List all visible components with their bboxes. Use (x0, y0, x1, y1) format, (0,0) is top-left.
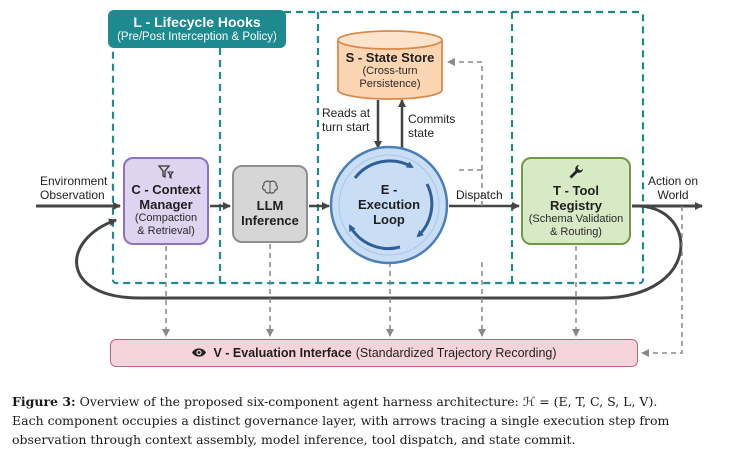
context-manager-sub-1: (Compaction (134, 211, 198, 224)
feedback-loop-arrow (75, 204, 683, 300)
reads-label-2: turn start (322, 120, 370, 134)
tool-title-1: T - Tool (553, 182, 599, 198)
action-on-world-label: Action on World (648, 174, 698, 202)
execution-loop-circle (329, 145, 449, 265)
commits-label: Commits state (408, 112, 455, 140)
filter-icon (157, 164, 175, 182)
lifecycle-subtitle: (Pre/Post Interception & Policy) (117, 31, 277, 43)
tool-sub-2: & Routing) (550, 225, 602, 238)
evaluation-title: V - Evaluation Interface (213, 346, 352, 360)
exec-title-3: Loop (373, 212, 405, 227)
reads-label: Reads at turn start (322, 106, 370, 134)
state-store-title: S - State Store (345, 50, 435, 65)
caption-line-2: Each component occupies a distinct gover… (12, 413, 670, 428)
state-store-sub-1: (Cross-turn (362, 65, 418, 77)
tool-sub-1: (Schema Validation (528, 212, 624, 225)
env-observation-label: Environment Observation (40, 174, 107, 202)
evaluation-interface-node: V - Evaluation Interface (Standardized T… (110, 339, 638, 367)
llm-title-2: Inference (241, 213, 299, 228)
commits-label-2: state (408, 126, 435, 140)
caption-line-3: observation through context assembly, mo… (12, 432, 576, 447)
caption-line-1: Overview of the proposed six-component a… (79, 394, 658, 409)
reads-label-1: Reads at (322, 106, 371, 120)
diagram-connectors (36, 10, 703, 357)
execution-loop-node: E - Execution Loop (330, 142, 448, 260)
caption-label: Figure 3: (12, 394, 76, 409)
dispatch-label: Dispatch (456, 188, 503, 202)
action-label-2: World (657, 188, 689, 202)
llm-title-1: LLM (256, 198, 284, 213)
exec-title-1: E - (380, 182, 398, 197)
context-manager-node: C - Context Manager (Compaction & Retrie… (123, 157, 209, 245)
figure-caption: Figure 3: Overview of the proposed six-c… (12, 392, 728, 449)
tool-to-store-dashed-arrow (447, 58, 483, 206)
exec-title: E - Execution Loop (330, 182, 448, 227)
env-label-1: Environment (40, 174, 108, 188)
lifecycle-region (111, 10, 645, 285)
context-manager-sub-2: & Retrieval) (137, 224, 195, 237)
llm-inference-node: LLM Inference (232, 165, 308, 243)
evaluation-subtitle: (Standardized Trajectory Recording) (355, 346, 557, 360)
env-label-2: Observation (40, 188, 105, 202)
exec-title-2: Execution (357, 197, 421, 212)
architecture-diagram: L - Lifecycle Hooks (Pre/Post Intercepti… (36, 10, 703, 367)
action-to-eval-dashed (641, 206, 683, 357)
commits-label-1: Commits (408, 112, 456, 126)
lifecycle-hooks-header: L - Lifecycle Hooks (Pre/Post Intercepti… (108, 10, 286, 48)
lifecycle-title: L - Lifecycle Hooks (133, 14, 261, 30)
context-manager-title-1: C - Context (131, 181, 201, 197)
action-label-1: Action on (648, 174, 699, 188)
context-manager-title-2: Manager (139, 196, 193, 212)
brain-icon (261, 180, 279, 198)
tool-registry-node: T - Tool Registry (Schema Validation & R… (521, 157, 631, 245)
tool-title-2: Registry (549, 197, 603, 213)
state-store-sub-2: Persistence) (359, 78, 421, 90)
state-store-cylinder (337, 30, 443, 100)
eye-icon (191, 346, 207, 361)
wrench-icon (568, 164, 584, 183)
